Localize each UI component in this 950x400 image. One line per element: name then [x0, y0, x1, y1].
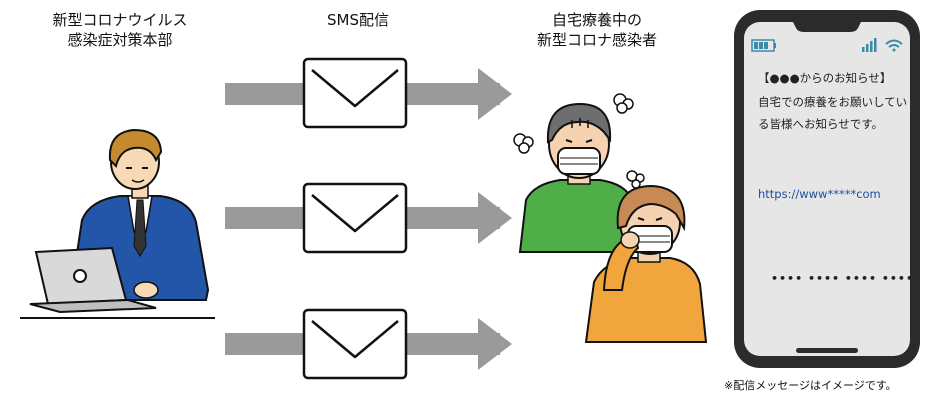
envelope-icon [302, 182, 408, 254]
smartphone [734, 10, 920, 368]
sender-title: 新型コロナウイルス 感染症対策本部 [20, 10, 220, 50]
arrow-row-3 [225, 308, 512, 380]
wifi-icon [885, 39, 903, 52]
envelope-icon [302, 308, 408, 380]
receiver-title-line1: 自宅療養中の [551, 11, 642, 29]
sms-link[interactable]: https://www*****com [758, 187, 881, 201]
signal-icon [862, 38, 877, 52]
office-worker-illustration [20, 128, 215, 319]
receiver-title: 自宅療養中の 新型コロナ感染者 [497, 10, 697, 50]
patient-woman-illustration [584, 184, 708, 343]
sms-title: SMS配信 [327, 11, 389, 29]
footnote: ※配信メッセージはイメージです。 [724, 379, 897, 392]
sms-code: •••• •••• •••• •••• [771, 272, 914, 285]
sender-title-line1: 新型コロナウイルス [52, 11, 188, 29]
receiver-title-line2: 新型コロナ感染者 [536, 31, 657, 49]
battery-icon [751, 39, 776, 52]
sender-title-line2: 感染症対策本部 [67, 31, 173, 49]
arrow-row-1 [225, 57, 512, 129]
sms-body: 自宅での療養をお願いしている皆様へお知らせです。 [758, 95, 908, 131]
arrow-row-2 [225, 182, 512, 254]
envelope-icon [302, 57, 408, 129]
patient-man-illustration [513, 93, 645, 253]
sms-subject: 【●●●からのお知らせ】 [758, 71, 892, 85]
